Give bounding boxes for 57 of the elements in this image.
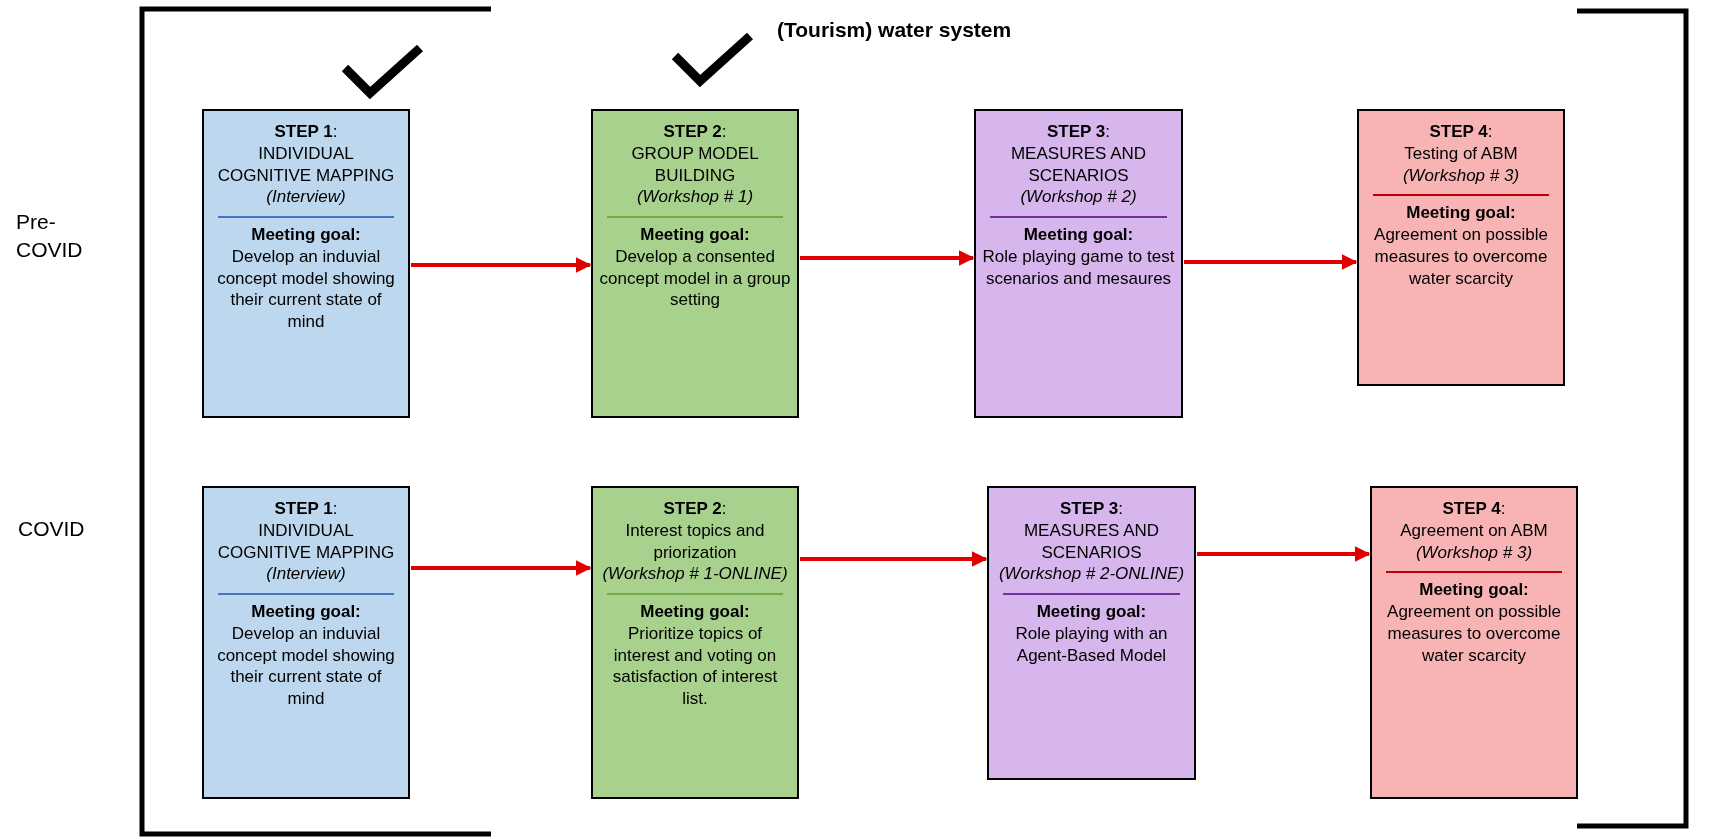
row-label: Pre- COVID: [16, 209, 84, 264]
step-subtitle: (Workshop # 1): [636, 186, 754, 208]
arrow: [1197, 546, 1371, 562]
diagram-title: (Tourism) water system: [777, 18, 1012, 42]
step-number: STEP 4:: [1429, 121, 1493, 143]
step-number: STEP 2:: [663, 498, 727, 520]
step-box: [591, 486, 799, 799]
goal-heading: Meeting goal:: [1036, 601, 1147, 623]
goal-heading: Meeting goal:: [1406, 202, 1516, 224]
goal-text: Role playing game to test scenarios and mesaures: [982, 245, 1175, 290]
goal-text: Develop an induvial concept model showing their current state of mind: [216, 622, 396, 710]
step-number: STEP 1:: [274, 121, 338, 143]
arrow: [800, 250, 975, 266]
step-title: MEASURES AND SCENARIOS: [1022, 519, 1161, 564]
step-subtitle: (Interview): [266, 186, 346, 208]
step-subtitle: (Workshop # 2): [1020, 186, 1137, 208]
step-number: STEP 2:: [663, 121, 727, 143]
step-box: [202, 109, 410, 418]
step-box: [591, 109, 799, 418]
step-subtitle: (Workshop # 3): [1415, 541, 1533, 564]
step-box: [987, 486, 1196, 780]
step-number: STEP 1:: [274, 498, 338, 520]
step-title: MEASURES AND SCENARIOS: [1009, 142, 1148, 187]
step-number: STEP 3:: [1060, 498, 1123, 520]
step-subtitle: (Workshop # 1-ONLINE): [602, 563, 788, 585]
step-title: Interest topics and priorization: [624, 519, 766, 564]
step-box: [1357, 109, 1565, 386]
goal-heading: Meeting goal:: [251, 601, 361, 623]
goal-heading: Meeting goal:: [251, 224, 361, 246]
goal-heading: Meeting goal:: [1023, 224, 1134, 246]
step-subtitle: (Workshop # 2-ONLINE): [998, 563, 1185, 585]
step-subtitle: (Interview): [266, 563, 346, 585]
goal-text: Develop an induvial concept model showing their current state of mind: [216, 245, 396, 333]
goal-heading: Meeting goal:: [640, 224, 750, 246]
row-label: COVID: [18, 516, 86, 542]
step-title: INDIVIDUAL COGNITIVE MAPPING: [216, 142, 396, 187]
goal-heading: Meeting goal:: [1419, 579, 1529, 601]
goal-text: Agreement on possible measures to overcome water scarcity: [1386, 601, 1562, 667]
step-box: [202, 486, 410, 799]
goal-text: Develop a consented concept model in a group setting: [599, 245, 791, 311]
goal-heading: Meeting goal:: [640, 601, 750, 623]
step-title: INDIVIDUAL COGNITIVE MAPPING: [216, 519, 396, 564]
step-box: [1370, 486, 1578, 799]
step-title: GROUP MODEL BUILDING: [630, 142, 760, 187]
step-number: STEP 4:: [1442, 498, 1506, 520]
step-subtitle: (Workshop # 3): [1402, 164, 1520, 187]
goal-text: Prioritize topics of interest and voting on satisfaction of interest list.: [611, 622, 779, 710]
arrow: [411, 257, 592, 273]
step-box: [974, 109, 1183, 418]
arrow: [411, 560, 592, 576]
step-title: Testing of ABM: [1404, 142, 1518, 165]
step-number: STEP 3:: [1047, 121, 1110, 143]
arrow: [800, 551, 988, 567]
arrow: [1184, 254, 1358, 270]
goal-text: Agreement on possible measures to overcome water scarcity: [1373, 224, 1549, 290]
step-title: Agreement on ABM: [1400, 519, 1548, 542]
goal-text: Role playing with an Agent-Based Model: [1014, 622, 1169, 667]
